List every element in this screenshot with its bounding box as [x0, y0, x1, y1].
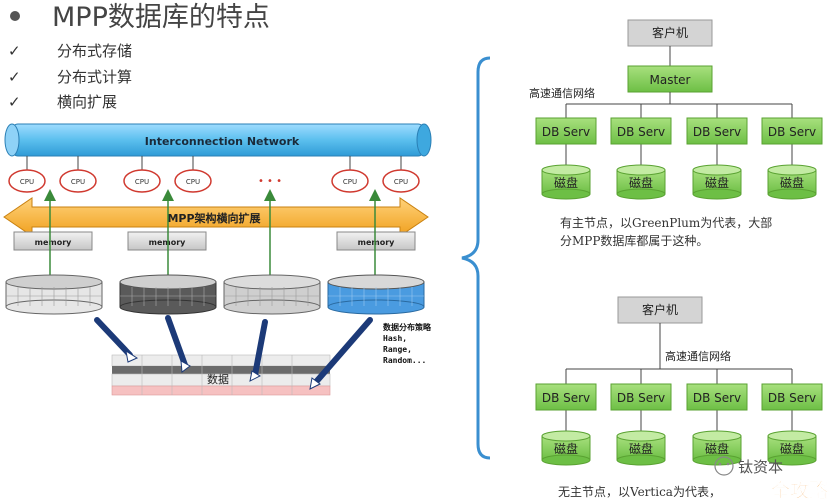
bottom-architecture: 客户机 高速通信网络 DB Serv DB Serv DB Serv DB Se… — [535, 296, 823, 499]
caption-line: 有主节点，以GreenPlum为代表，大部 — [560, 215, 772, 230]
disk-label: 磁盘 — [705, 175, 729, 190]
db-server-box — [761, 383, 823, 411]
check-icon: ✓ — [8, 68, 21, 86]
memory-group: memory memory memory — [13, 231, 416, 251]
network-label: 高速通信网络 — [665, 349, 731, 363]
db-server-label: DB Serv — [768, 391, 816, 405]
disk-label: 磁盘 — [705, 441, 729, 456]
caption-line: 无主节点，以Vertica为代表， — [558, 485, 721, 499]
page-title: MPP数据库的特点 — [52, 2, 270, 33]
cpu-label: CPU — [343, 178, 357, 186]
disk-cpu-arrows — [44, 189, 381, 275]
title-bullet-icon — [10, 11, 20, 21]
watermark-brand: 钛资本 — [738, 458, 783, 476]
data-table: 数据 — [111, 354, 331, 396]
db-server-label: DB Serv — [693, 391, 741, 405]
cpu-label: CPU — [20, 178, 34, 186]
cpu-label: CPU — [394, 178, 408, 186]
disk-cylinder — [5, 274, 103, 315]
disk-cylinder — [119, 274, 217, 315]
db-server-label: DB Serv — [617, 391, 665, 405]
distribution-strategy: 数据分布策略 Hash, Range, Random... — [383, 322, 432, 365]
top-architecture: 客户机 Master 高速通信网络 DB Serv DB Serv DB Ser… — [529, 19, 823, 248]
check-icon: ✓ — [8, 93, 21, 111]
client-label: 客户机 — [652, 25, 688, 40]
grouping-bracket — [461, 56, 491, 460]
check-icon: ✓ — [8, 42, 21, 60]
network-label: Interconnection Network — [145, 135, 300, 148]
feature-item: 分布式计算 — [57, 68, 132, 86]
db-server-label: DB Serv — [693, 125, 741, 139]
db-server-label: DB Serv — [542, 125, 590, 139]
ellipsis: • • • — [258, 176, 282, 187]
cpu-group: CPU CPU CPU CPU CPU CPU — [8, 169, 420, 193]
client-box — [617, 296, 703, 324]
db-server-box — [535, 117, 597, 145]
disk-label: 磁盘 — [780, 175, 804, 190]
disk-label: 磁盘 — [554, 441, 578, 456]
watermark: 钛资本 全攻略 — [714, 456, 829, 502]
memory-label: memory — [35, 238, 73, 247]
client-box — [627, 19, 713, 47]
distribution-pointers — [94, 315, 373, 385]
feature-item: 横向扩展 — [57, 93, 117, 111]
db-server-label: DB Serv — [768, 125, 816, 139]
db-server-box — [686, 383, 748, 411]
master-label: Master — [650, 73, 691, 87]
mpp-scaleout-arrow: MPP架构横向扩展 — [3, 197, 429, 237]
cpu-label: CPU — [71, 178, 85, 186]
client-label: 客户机 — [642, 302, 678, 317]
watermark-overlay: 全攻略 — [770, 479, 829, 502]
db-server-box — [761, 117, 823, 145]
disk-label: 磁盘 — [554, 175, 578, 190]
disk-label: 磁盘 — [780, 441, 804, 456]
db-server-box — [610, 383, 672, 411]
caption-line: 分MPP数据库都属于这种。 — [560, 233, 708, 248]
strategy-line: 数据分布策略 — [383, 322, 432, 332]
cpu-label: CPU — [186, 178, 200, 186]
wechat-icon — [714, 456, 734, 476]
interconnection-network: Interconnection Network — [4, 123, 432, 157]
data-label: 数据 — [207, 372, 229, 386]
db-server-label: DB Serv — [617, 125, 665, 139]
network-cpu-connectors — [26, 156, 402, 170]
pointer-tips — [125, 349, 321, 390]
network-label: 高速通信网络 — [529, 86, 595, 100]
db-server-box — [535, 383, 597, 411]
disk-cylinders — [5, 274, 425, 315]
strategy-line: Random... — [383, 356, 426, 365]
disk-label: 磁盘 — [629, 441, 653, 456]
disk-icons — [541, 430, 817, 466]
strategy-line: Hash, — [383, 334, 407, 343]
feature-item: 分布式存储 — [57, 42, 132, 60]
strategy-line: Range, — [383, 345, 412, 354]
cpu-label: CPU — [135, 178, 149, 186]
memory-label: memory — [358, 238, 396, 247]
db-server-box — [610, 117, 672, 145]
disk-icons — [541, 164, 817, 200]
db-server-label: DB Serv — [542, 391, 590, 405]
db-server-box — [686, 117, 748, 145]
disk-label: 磁盘 — [629, 175, 653, 190]
disk-cylinder — [223, 274, 321, 315]
arrow-label: MPP架构横向扩展 — [167, 211, 261, 225]
disk-cylinder — [327, 274, 425, 315]
